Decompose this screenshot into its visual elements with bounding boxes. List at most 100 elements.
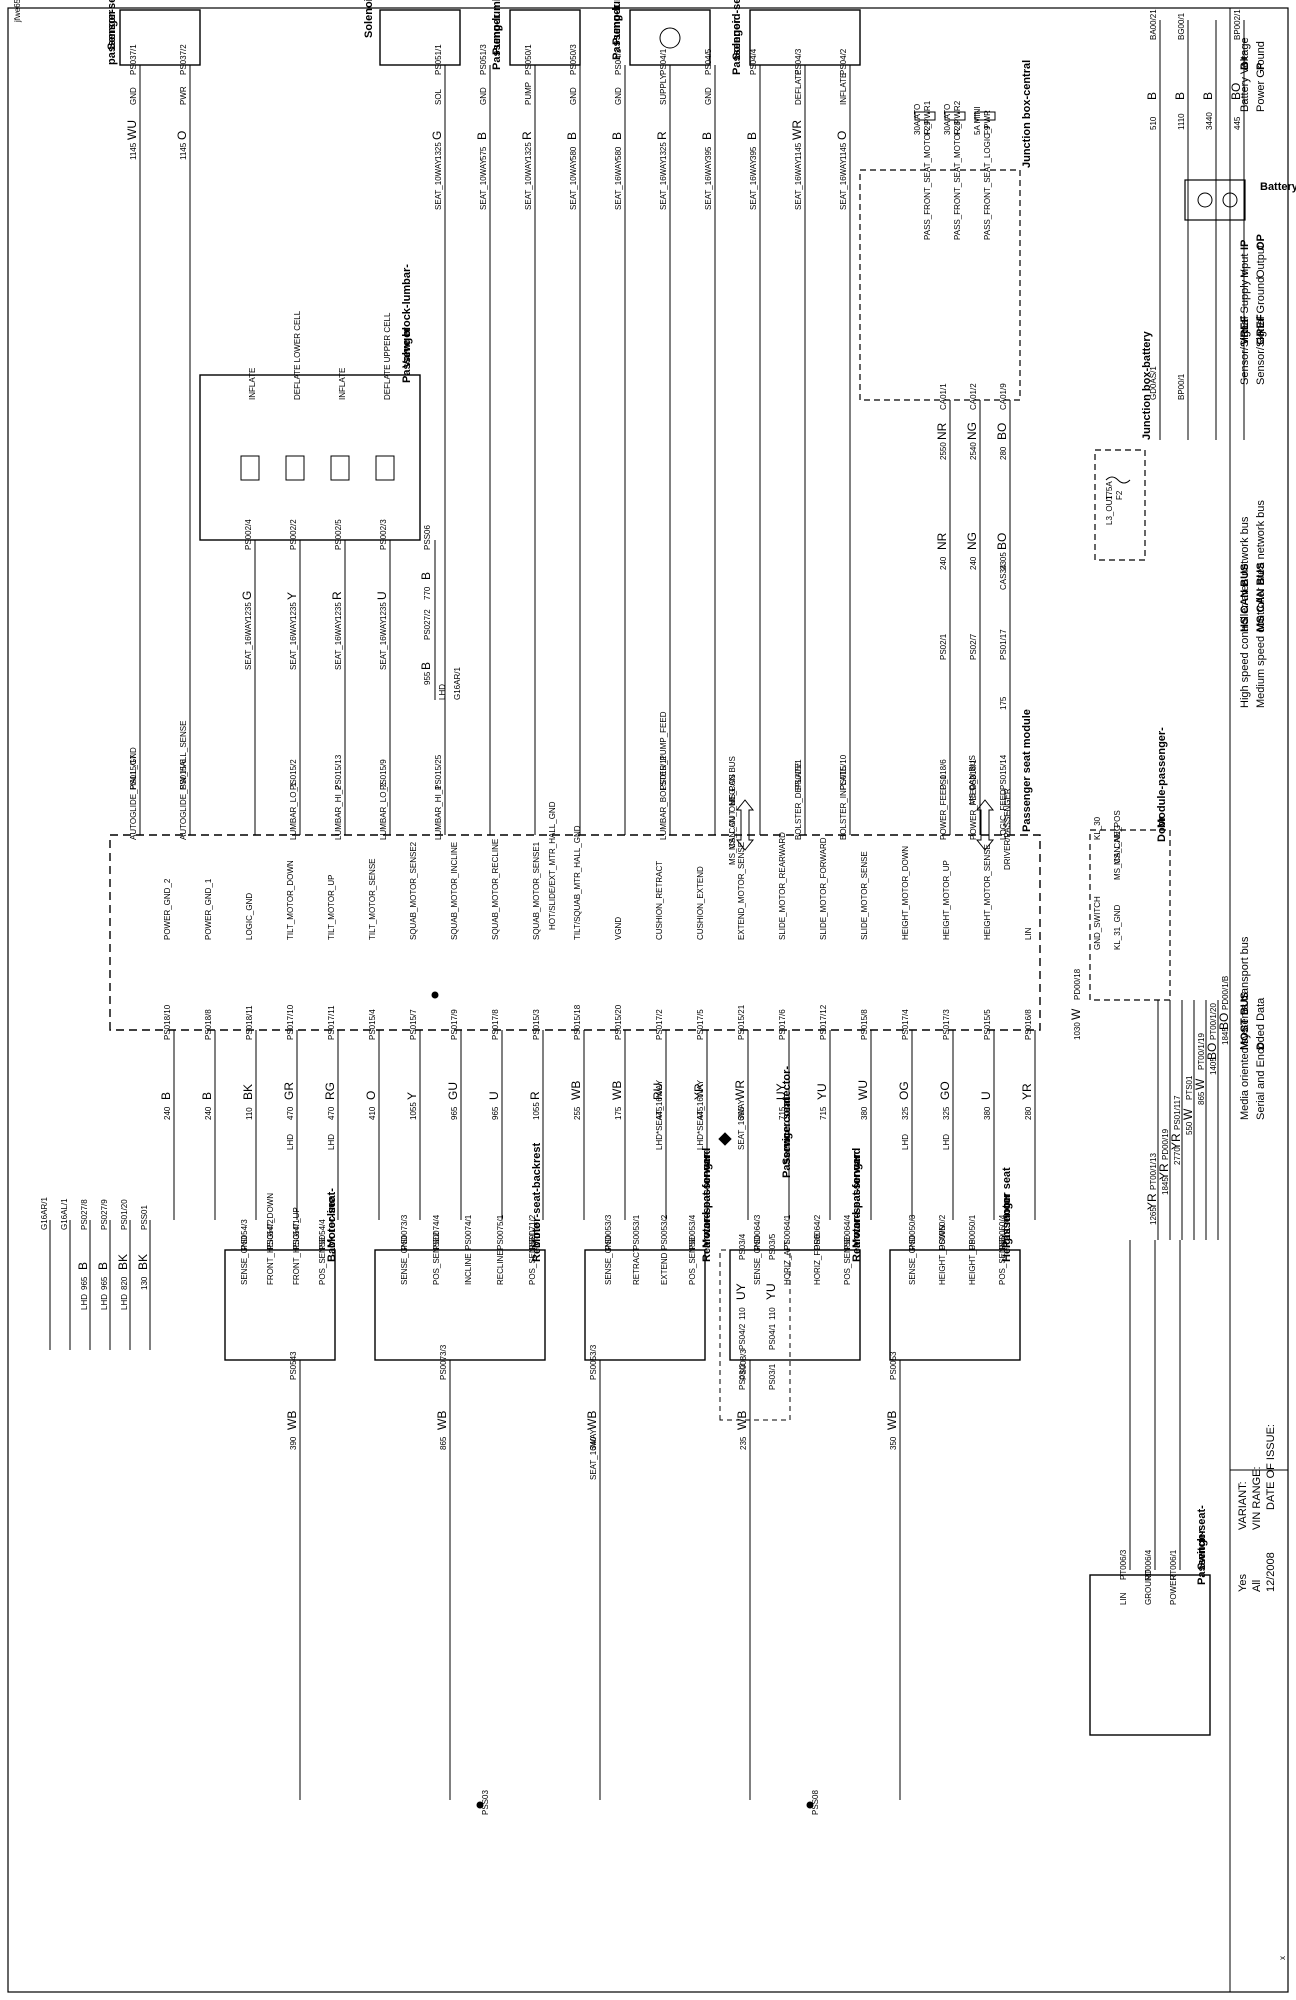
height-motor-sig: POS_SENSE [998, 1237, 1007, 1285]
tilt-module-sig: AUTOGLIDE_HALL_GND [129, 747, 138, 840]
module-out-sig: SLIDE_MOTOR_FORWARD [819, 837, 828, 940]
back-recline-sig: SENSE_GND [240, 1235, 249, 1285]
service-diamond-icon [718, 1132, 732, 1146]
feed-gauge: 240 [939, 556, 948, 570]
module-out-color: UY [774, 1083, 788, 1100]
feed-splice: CAS34 [999, 564, 1008, 590]
valve-module-sig: LUMBAR_LO_1 [289, 782, 298, 840]
fuse-f2-circuit: L3_OUT [1105, 495, 1114, 525]
module-out-pin: PS015/18 [573, 1004, 582, 1040]
supply-pin: BA00/21 [1149, 9, 1158, 40]
module-out-pin: PS015/3 [532, 1009, 541, 1040]
comp-color: B [700, 132, 714, 140]
module-out-pin: PS017/2 [655, 1009, 664, 1040]
valve-gauge: 1235 [244, 602, 253, 620]
backrest-title-2: Recline [531, 1223, 543, 1262]
door-kl31: KL_31_GND [1113, 904, 1122, 950]
comp-gauge: 395 [704, 146, 713, 160]
sol-lumbar-pump-box [379, 9, 461, 66]
module-out-sig: HEIGHT_MOTOR_UP [942, 860, 951, 940]
module-out-variant: LHD*SEAT_16WAY [696, 1079, 705, 1150]
comp-seat: SEAT_16WAY [614, 158, 623, 210]
module-out-gauge: 380 [983, 1106, 992, 1120]
module-out-sig: LOGIC_GND [245, 893, 254, 940]
fwd-motor-1-pin: PS0064/4 [843, 1214, 852, 1250]
module-out-gauge: 1055 [409, 1102, 418, 1120]
valve-coil-icon [375, 455, 395, 481]
supply-gauge: 510 [1149, 116, 1158, 130]
module-out-color: YR [1020, 1083, 1034, 1100]
fwd-motor-2-sig: EXTEND [660, 1252, 669, 1285]
fuse-f29-label: F29 [923, 121, 932, 135]
module-out-variant: LHD*SEAT_16WAY [655, 1079, 664, 1150]
legend-op-text: Output [1255, 245, 1267, 278]
door-pin1: PD00/18 [1073, 968, 1082, 1000]
valve-cell-label: DEFLATE LOWER CELL [293, 310, 302, 400]
tilt-color: O [175, 131, 189, 140]
back-recline-pin: PS054/2 [266, 1219, 275, 1250]
battery-pos-icon [1222, 192, 1238, 208]
jb-out-pin: CA01/9 [999, 383, 1008, 410]
fuse-f29-icon [914, 111, 936, 121]
backrest-motor-sig: SENSE_GND [400, 1235, 409, 1285]
module-hs-can: HS CAN BUS [728, 756, 737, 805]
module-out-sig: CUSHION_EXTEND [696, 866, 705, 940]
module-out-sig: HEIGHT_MOTOR_DOWN [901, 846, 910, 940]
comp-gauge: 395 [749, 146, 758, 160]
jb-battery-title: Junction box-battery [1141, 330, 1153, 440]
fuse-f28-icon [944, 111, 966, 121]
back-recline-pin: PS054/1 [292, 1219, 301, 1250]
pump-lumbar-2-title-1: Pump-lumbar- [491, 0, 503, 55]
gnd-variant: LHD [100, 1294, 109, 1310]
seat-module-title: Passenger seat module [1021, 709, 1033, 832]
comp-pin: PS04/3 [614, 48, 623, 75]
fuse-f2-rating: 175A [1105, 481, 1114, 500]
module-out-gauge: 325 [901, 1106, 910, 1120]
module-out-color: B [200, 1092, 214, 1100]
service-gauge: 110 [768, 1307, 777, 1320]
right-gauge: 2770 [1173, 1147, 1182, 1165]
fuse-f2-label: F2 [1115, 490, 1124, 500]
ground-gauge2: 955 [423, 671, 432, 685]
supply-pin: BP002/1 [1233, 9, 1242, 40]
supply-gauge: 3440 [1205, 112, 1214, 130]
sensor-tilt-box [119, 9, 201, 66]
comp-seat: SEAT_16WAY [794, 158, 803, 210]
switch-sig: LIN [1119, 1592, 1128, 1605]
fwd-motor-2-pin: PS0053/4 [688, 1214, 697, 1250]
valve-cell-label: INFLATE [338, 368, 347, 400]
module-out-color: U [979, 1091, 993, 1100]
gnd-color: B [76, 1262, 90, 1270]
right-gauge: 865 [1197, 1091, 1206, 1105]
height-motor-title-1: Passenger seat [1001, 1167, 1013, 1248]
ground-variant: LHD [438, 684, 447, 700]
bottom-seat: SEAT_16WAY [589, 1428, 598, 1480]
module-out-sig: TILT/SQUAB_MTR_HALL_GND [573, 825, 582, 940]
wires [49, 20, 1245, 1800]
module-out-gauge: 380 [860, 1106, 869, 1120]
legend-most-text: Media oriented systems transport bus [1239, 936, 1251, 1120]
supply-color: BO [1229, 83, 1243, 100]
feed-color: NG [965, 532, 979, 550]
tilt-pin: PS037/2 [179, 44, 188, 75]
module-out-color: R [528, 1091, 542, 1100]
variant-value: Yes [1237, 1574, 1249, 1592]
module-out-sig: POWER_GND_1 [204, 878, 213, 940]
module-out-variant: LHD [901, 1134, 910, 1150]
back-recline-title-1: Motor-seat- [326, 1188, 338, 1248]
pump-lumbar-title-2: Passenger [611, 4, 623, 60]
supply-conn: BP00/1 [1177, 373, 1186, 400]
right-gauge: 1265 [1149, 1207, 1158, 1225]
jb-out-gauge: 280 [999, 446, 1008, 460]
bottom-color: WB [735, 1411, 749, 1430]
jb-out-pin: CA01/1 [939, 383, 948, 410]
comp-pin: PS04/2 [839, 48, 848, 75]
bottom-conn: PS0073/3 [439, 1344, 448, 1380]
legend-d-label: D [1255, 1042, 1267, 1050]
fwd-motor-2-pin: PS0053/3 [604, 1214, 613, 1250]
fuse-f9-icon [974, 111, 996, 121]
comp-module-pin: PS015/25 [434, 754, 443, 790]
legend-b-label: B+ [1239, 56, 1251, 70]
right-gauge: 1845 [1221, 1027, 1230, 1045]
module-out-color: WB [610, 1081, 624, 1100]
